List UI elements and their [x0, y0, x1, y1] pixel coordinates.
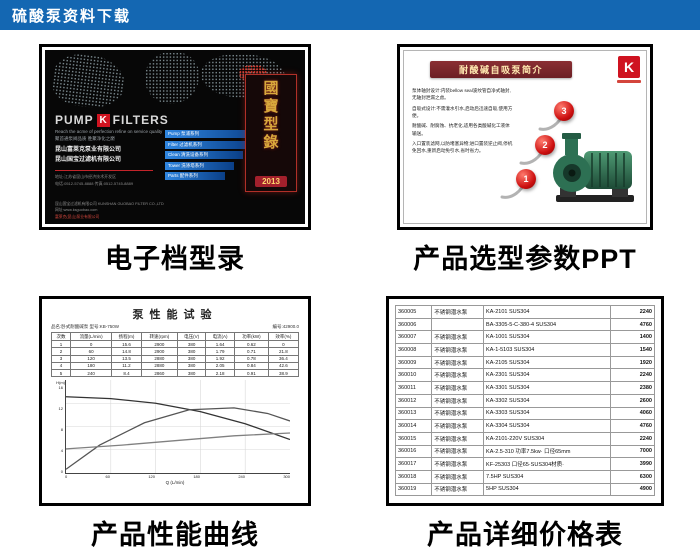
chart-series-H-Q — [66, 396, 290, 441]
catalog-footer: 昆山国宝过滤机有限公司 KUNSHAN GUOBAO FILTER CO.,LT… — [55, 201, 164, 220]
content-grid: PUMP K FILTERS Reach the acme of perfect… — [0, 30, 700, 552]
catalog-thumbnail: PUMP K FILTERS Reach the acme of perfect… — [39, 44, 311, 230]
map-dots-eurafrica — [145, 52, 199, 104]
ppt-slide-title: 耐酸碱自吸泵简介 — [430, 61, 572, 78]
ppt-logo-subtext-line — [617, 80, 641, 83]
sheet-meta: 品名:卧式耐酸碱泵 型号:KB-750W 编号:42900.0 — [51, 324, 299, 330]
brand-pump-text: PUMP — [55, 113, 94, 127]
ppt-paragraphs: 泵体轴封设计:内装bellow seal波纹管自净式轴封,无轴封泄漏之虑。自吸式… — [412, 88, 513, 154]
stamp-year: 2013 — [255, 176, 287, 187]
perf-head: 次数流量(L/min)扬程(m)转速(rpm)电压(V)电流(A)功率(kW)效… — [51, 331, 300, 342]
chart-x-label: Q (L/min) — [165, 480, 185, 486]
performance-sheet: 泵性能试验 品名:卧式耐酸碱泵 型号:KB-750W 编号:42900.0 次数… — [45, 302, 305, 500]
ppt-k-logo-icon: K — [618, 56, 640, 78]
brand-filters-text: FILTERS — [112, 113, 169, 127]
series-bar: Pump 泵浦系列 — [165, 130, 261, 138]
brand-k-logo: K — [96, 113, 110, 127]
series-bar: Clean 清洗设备系列 — [165, 151, 243, 159]
ppt-thumbnail: 耐酸碱自吸泵简介 K 泵体轴封设计:内装bellow seal波纹管自净式轴封,… — [397, 44, 653, 230]
sheet-meta-left: 品名:卧式耐酸碱泵 型号:KB-750W — [51, 324, 120, 329]
performance-chart — [65, 380, 290, 475]
stamp-text: 國寶型錄 — [261, 80, 280, 152]
caption-ppt: 产品选型参数PPT — [413, 244, 637, 274]
sheet-title: 泵性能试验 — [132, 309, 218, 321]
catalog-stamp: 國寶型錄 2013 — [245, 74, 297, 192]
caption-price: 产品详细价格表 — [427, 520, 623, 550]
tagline-en: Reach the acme of perfection refine on s… — [55, 129, 163, 134]
caption-curve: 产品性能曲线 — [91, 520, 259, 550]
catalog-companies: 昆山富莱克泵业有限公司昆山国宝过滤机有限公司 — [55, 147, 122, 164]
cell-curve: 泵性能试验 品名:卧式耐酸碱泵 型号:KB-750W 编号:42900.0 次数… — [0, 288, 350, 552]
marker-ball: 2 — [535, 135, 555, 155]
page-title: 硫酸泵资料下载 — [12, 7, 132, 25]
pump-product-image — [553, 133, 634, 202]
performance-table: 次数流量(L/min)扬程(m)转速(rpm)电压(V)电流(A)功率(kW)效… — [51, 331, 300, 378]
ppt-slide-image: 耐酸碱自吸泵简介 K 泵体轴封设计:内装bellow seal波纹管自净式轴封,… — [403, 50, 647, 224]
brand-row: PUMP K FILTERS — [55, 113, 169, 127]
series-bar: Tower 洗涤塔系列 — [165, 161, 234, 170]
series-bar: Parts 配件系列 — [165, 172, 225, 180]
cell-ppt: 耐酸碱自吸泵简介 K 泵体轴封设计:内装bellow seal波纹管自净式轴封,… — [350, 30, 700, 288]
caption-catalog: 电子档型录 — [105, 244, 245, 274]
marker-ball: 3 — [554, 101, 574, 121]
cell-catalog: PUMP K FILTERS Reach the acme of perfect… — [0, 30, 350, 288]
page-header: 硫酸泵资料下载 — [0, 0, 700, 30]
chart-series-P-Q — [66, 432, 290, 450]
red-divider — [55, 170, 153, 171]
chart-y-label: H(m) — [56, 380, 65, 386]
catalog-cover-image: PUMP K FILTERS Reach the acme of perfect… — [45, 50, 305, 224]
map-dots-americas — [50, 50, 128, 112]
marker-ball: 1 — [516, 169, 536, 189]
tagline-cn: 聚首通泵阀品质 胜聚净化之巅 — [55, 135, 115, 141]
catalog-tagline: Reach the acme of perfection refine on s… — [55, 129, 163, 143]
curve-thumbnail: 泵性能试验 品名:卧式耐酸碱泵 型号:KB-750W 编号:42900.0 次数… — [39, 296, 311, 506]
series-bar: Filter 过滤机系列 — [165, 140, 252, 149]
sheet-meta-right: 编号:42900.0 — [272, 324, 299, 329]
chart-series-eff-Q — [66, 407, 290, 470]
series-bars: Pump 泵浦系列 Filter 过滤机系列 Clean 清洗设备系列 Tower 洗… — [165, 130, 261, 180]
catalog-address: 地址:江苏省昆山市经济技术开发区电话:0512-5745-8888 传真:051… — [55, 174, 134, 186]
